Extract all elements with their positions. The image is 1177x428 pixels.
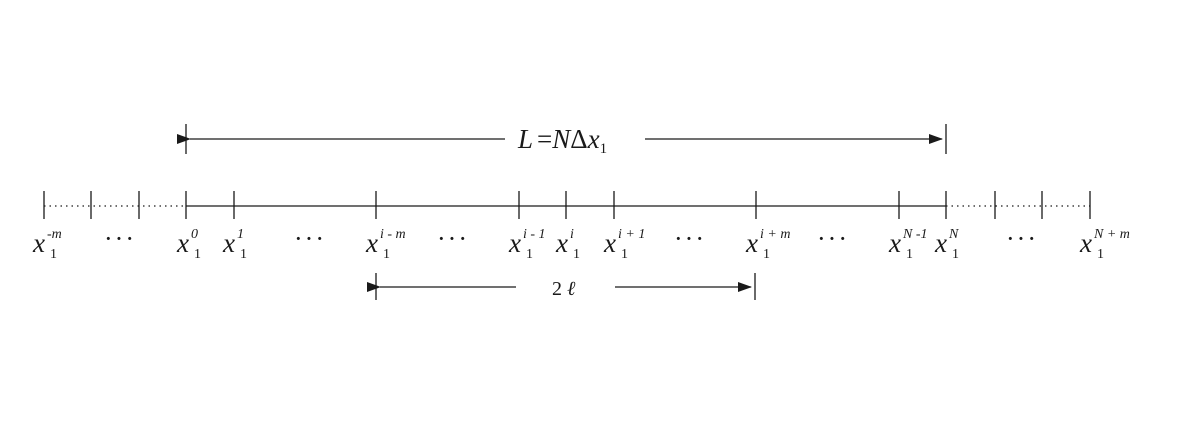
node-label-0: x-m [32, 227, 62, 258]
node-label-sub-5: 1 [573, 247, 580, 262]
ellipses: ··· ··· ··· ··· ··· ··· [104, 224, 1038, 253]
node-label-sub-0: 1 [50, 247, 57, 262]
node-label-sub-6: 1 [621, 247, 628, 262]
ellipsis-2: ··· [294, 224, 326, 253]
grid-ticks [43, 191, 1091, 219]
ellipsis-5: ··· [817, 224, 849, 253]
ellipsis-4: ··· [674, 224, 706, 253]
node-label-sub-3: 1 [383, 247, 390, 262]
node-label-sub-2: 1 [240, 247, 247, 262]
domain-length-label: L=NΔx1 [517, 124, 607, 157]
node-label-sub-8: 1 [906, 247, 913, 262]
domain-length-dimension: L=NΔx1 [177, 124, 947, 157]
node-label-sub-7: 1 [763, 247, 770, 262]
grid-axis [43, 191, 1091, 219]
ellipsis-6: ··· [1006, 224, 1038, 253]
ellipsis-3: ··· [437, 224, 469, 253]
node-label-sub-1: 1 [194, 247, 201, 262]
node-label-sub-10: 1 [1097, 247, 1104, 262]
node-label-sub-4: 1 [526, 247, 533, 262]
node-label-sub-9: 1 [952, 247, 959, 262]
ellipsis-1: ··· [104, 224, 136, 253]
